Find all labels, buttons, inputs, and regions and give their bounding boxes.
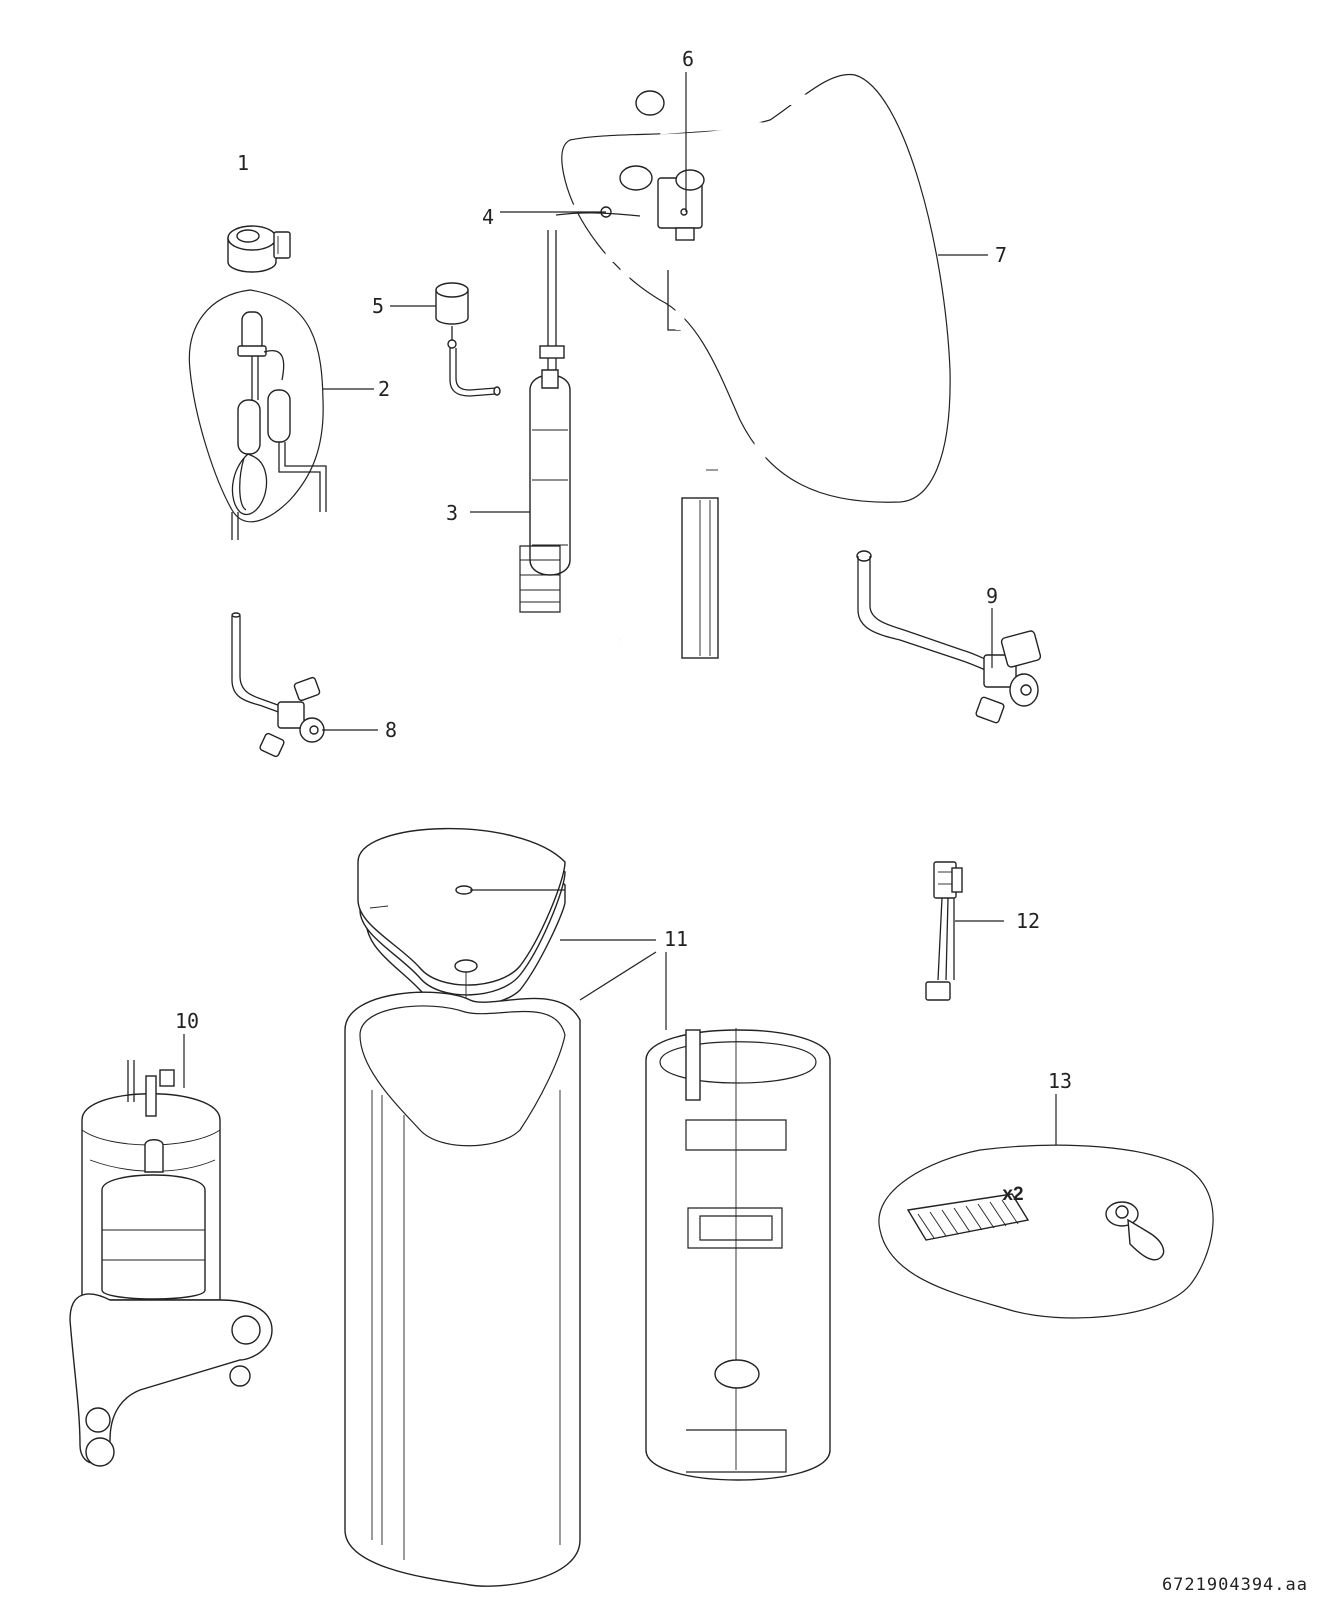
part-12-label: 12 bbox=[1016, 909, 1040, 933]
part-13-label: 13 bbox=[1048, 1069, 1072, 1093]
part-9-service-valve bbox=[856, 550, 1042, 724]
part-4-label: 4 bbox=[482, 205, 494, 229]
kit-quantity-label: x2 bbox=[1002, 1184, 1023, 1205]
part-11-label: 11 bbox=[664, 927, 688, 951]
part-9-label: 9 bbox=[986, 584, 998, 608]
part-1-label: 1 bbox=[237, 151, 249, 175]
callout-labels: 1 2 3 4 5 6 7 8 9 10 11 12 13 x2 6721904… bbox=[175, 47, 1308, 1595]
part-11-insulation bbox=[344, 827, 831, 1587]
part-1-coil bbox=[227, 225, 291, 273]
part-7-label: 7 bbox=[995, 243, 1007, 267]
part-2-label: 2 bbox=[378, 377, 390, 401]
part-10-compressor bbox=[69, 1034, 273, 1467]
part-6-label: 6 bbox=[682, 47, 694, 71]
part-10-label: 10 bbox=[175, 1009, 199, 1033]
part-13-kit bbox=[878, 1094, 1214, 1319]
drawing-reference: 6721904394.aa bbox=[1162, 1575, 1308, 1595]
part-5-valve bbox=[390, 282, 501, 397]
part-8-label: 8 bbox=[385, 718, 397, 742]
piping-assembly bbox=[470, 72, 988, 678]
part-8-service-valve bbox=[231, 612, 378, 758]
part-2-valve-assembly bbox=[188, 289, 374, 540]
part-5-label: 5 bbox=[372, 294, 384, 318]
part-12-wire-harness bbox=[925, 861, 1004, 1001]
part-3-label: 3 bbox=[446, 501, 458, 525]
